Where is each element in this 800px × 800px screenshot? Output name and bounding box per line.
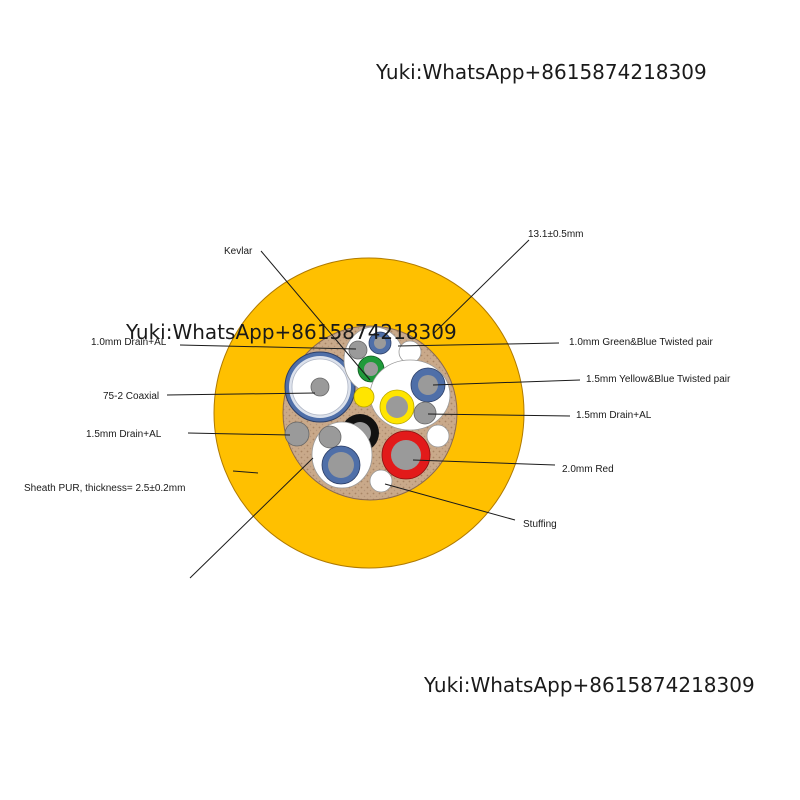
center-yellow-core [353, 386, 375, 408]
label-yellow-blue-pair: 1.5mm Yellow&Blue Twisted pair [586, 374, 731, 385]
label-drain-1-5mm-right: 1.5mm Drain+AL [576, 410, 652, 421]
lower-left-pair [311, 421, 373, 489]
label-sheath: Sheath PUR, thickness= 2.5±0.2mm [24, 483, 185, 494]
label-drain-1-5mm-left: 1.5mm Drain+AL [86, 429, 162, 440]
stuffing-bottom [369, 469, 393, 493]
coaxial-cable [284, 351, 356, 423]
label-green-blue-pair: 1.0mm Green&Blue Twisted pair [569, 337, 713, 348]
yellow-blue-twisted-pair [369, 359, 451, 431]
stuffing-right [426, 424, 450, 448]
drain-1-5mm-left [284, 421, 310, 447]
label-drain-1-0mm: 1.0mm Drain+AL [91, 337, 167, 348]
label-diameter: 13.1±0.5mm [528, 229, 584, 240]
label-red-2-0mm: 2.0mm Red [562, 464, 614, 475]
label-stuffing: Stuffing [523, 519, 557, 530]
red-core-2-0mm [381, 430, 431, 480]
watermark-middle: Yuki:WhatsApp+8615874218309 [126, 320, 457, 344]
label-coaxial: 75-2 Coaxial [103, 391, 159, 402]
drain-1-5mm-right [413, 401, 437, 425]
leader-lines [166, 239, 581, 579]
watermark-bottom: Yuki:WhatsApp+8615874218309 [424, 673, 755, 697]
watermark-top: Yuki:WhatsApp+8615874218309 [376, 60, 707, 84]
drain-1-0mm [348, 340, 368, 360]
label-kevlar: Kevlar [224, 246, 253, 257]
